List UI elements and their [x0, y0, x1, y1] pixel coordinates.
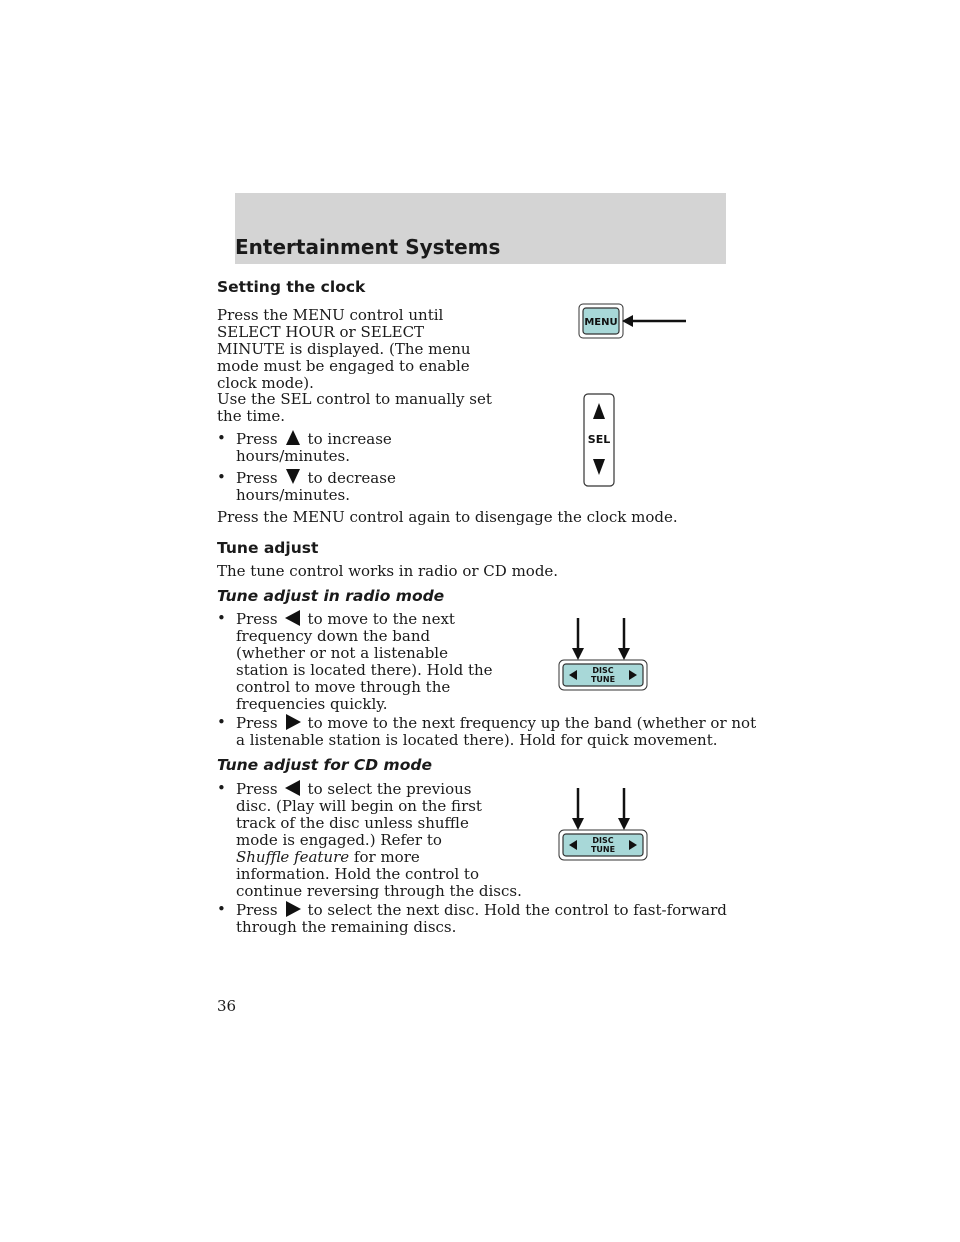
down-triangle-icon [593, 459, 605, 475]
left-triangle-icon [569, 670, 577, 680]
clock-paragraph-1: Press the MENU control until SELECT HOUR… [217, 306, 471, 392]
section-title: Entertainment Systems [235, 235, 501, 259]
clock-heading: Setting the clock [217, 278, 366, 296]
shuffle-feature-reference: Shuffle feature [236, 848, 350, 866]
right-triangle-icon [285, 714, 301, 730]
clock-paragraph-2: Use the SEL control to manually set the … [217, 390, 492, 425]
cd-heading: Tune adjust for CD mode [217, 756, 432, 774]
menu-control-figure: MENU [578, 303, 686, 339]
svg-text:TUNE: TUNE [591, 675, 615, 684]
right-triangle-icon [629, 840, 637, 850]
radio-heading: Tune adjust in radio mode [217, 587, 445, 605]
up-triangle-icon [593, 403, 605, 419]
svg-text:DISC: DISC [592, 836, 613, 845]
svg-text:TUNE: TUNE [591, 845, 615, 854]
left-triangle-icon [284, 610, 300, 626]
section-header: Entertainment Systems [235, 193, 726, 264]
clock-paragraph-3: Press the MENU control again to disengag… [217, 508, 678, 526]
disc-tune-figure-radio: DISC TUNE [558, 618, 648, 691]
tune-intro: The tune control works in radio or CD mo… [217, 562, 559, 580]
right-triangle-icon [285, 901, 301, 917]
disc-tune-figure-cd: DISC TUNE [558, 788, 648, 861]
svg-text:DISC: DISC [592, 666, 613, 675]
arrow-icon [622, 315, 633, 327]
down-arrow-icon [572, 648, 584, 660]
tune-heading: Tune adjust [217, 539, 319, 557]
sel-label: SEL [588, 433, 610, 446]
down-arrow-icon [572, 818, 584, 830]
down-triangle-icon [285, 469, 300, 484]
sel-control-figure: SEL [583, 393, 615, 487]
left-triangle-icon [569, 840, 577, 850]
menu-label: MENU [584, 317, 617, 328]
left-triangle-icon [284, 780, 300, 796]
page-number: 36 [217, 997, 237, 1015]
down-arrow-icon [618, 818, 630, 830]
down-arrow-icon [618, 648, 630, 660]
up-triangle-icon [285, 430, 300, 445]
right-triangle-icon [629, 670, 637, 680]
